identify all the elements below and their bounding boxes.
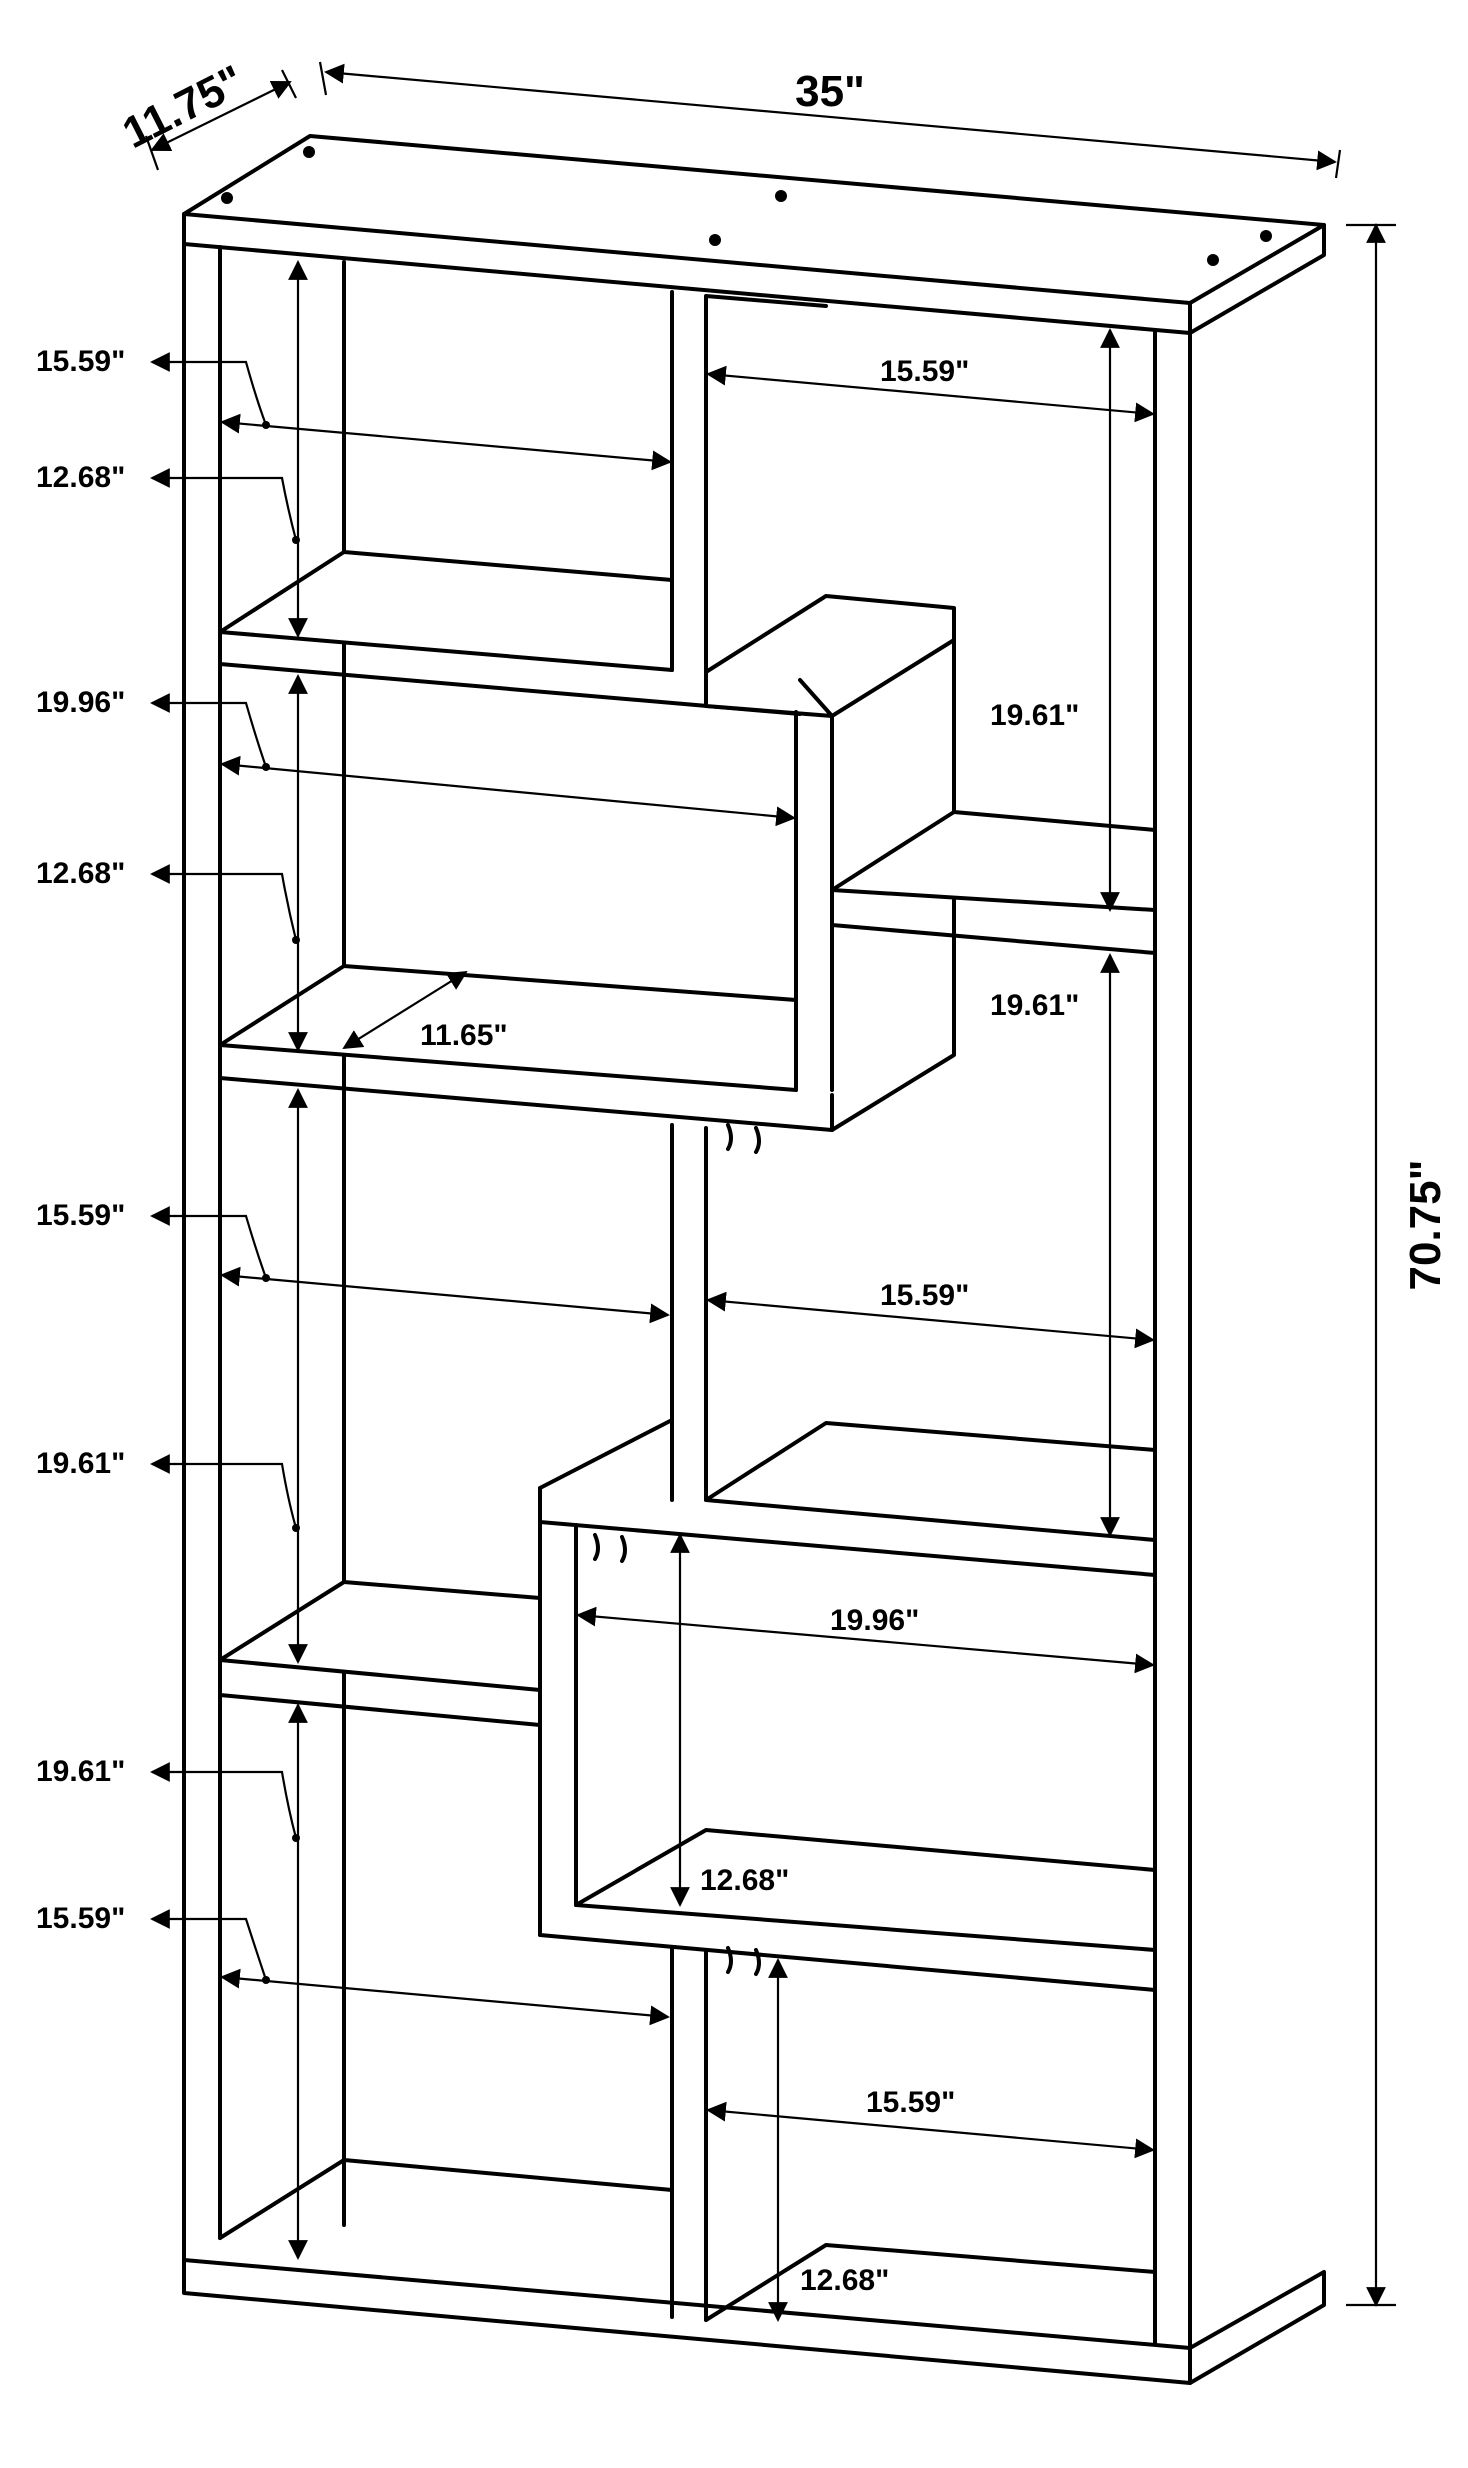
top-board xyxy=(182,134,1326,335)
middle-center-divider xyxy=(670,1123,708,1502)
left-label-5: 15.59" xyxy=(36,1199,125,1232)
box-width-label: 19.96" xyxy=(830,1604,919,1637)
shelf-1 xyxy=(218,550,674,672)
left-label-3: 19.96" xyxy=(36,686,125,719)
mid-right-width-label: 15.59" xyxy=(880,1279,969,1312)
shelf-depth-label: 11.65" xyxy=(420,1019,508,1052)
left-label-7: 19.61" xyxy=(36,1755,125,1788)
overall-depth-label: 11.75" xyxy=(115,56,252,158)
box-height-label: 12.68" xyxy=(700,1864,789,1897)
overall-width-label: 35" xyxy=(795,67,865,116)
right-height-upper-label: 19.61" xyxy=(990,699,1079,732)
right-height-lower-label: 19.61" xyxy=(990,989,1079,1022)
bookcase xyxy=(182,134,1326,2385)
shelf-mid-right xyxy=(704,1421,1157,1542)
right-side-panel xyxy=(1153,328,1192,2375)
left-label-8: 15.59" xyxy=(36,1902,125,1935)
shelf-2 xyxy=(218,964,798,1092)
left-label-1: 15.59" xyxy=(36,345,125,378)
left-label-2: 12.68" xyxy=(36,461,125,494)
shelf-right-small xyxy=(830,810,1157,912)
left-label-6: 19.61" xyxy=(36,1447,125,1480)
shelf-3 xyxy=(218,1580,542,1692)
left-callouts: 15.59" 12.68" 19.96" 12.68" 15.59" 19.61… xyxy=(36,260,796,2260)
top-right-width-label: 15.59" xyxy=(880,355,969,388)
shelf-lower-box xyxy=(574,1828,1157,1952)
bottom-right-width-label: 15.59" xyxy=(866,2086,955,2119)
bottom-right-height-label: 12.68" xyxy=(800,2264,889,2297)
bottom-center-divider xyxy=(670,1946,708,2322)
overall-height-label: 70.75" xyxy=(1401,1160,1450,1291)
inner-dimensions: 15.59" 19.61" 19.61" 11.65" 15.59" 19.96… xyxy=(342,328,1155,2322)
box-top xyxy=(704,594,956,718)
left-label-4: 12.68" xyxy=(36,857,125,890)
overall-dimensions: 35" 11.75" 70.75" xyxy=(115,56,1450,2307)
left-side-panel xyxy=(182,242,222,2262)
